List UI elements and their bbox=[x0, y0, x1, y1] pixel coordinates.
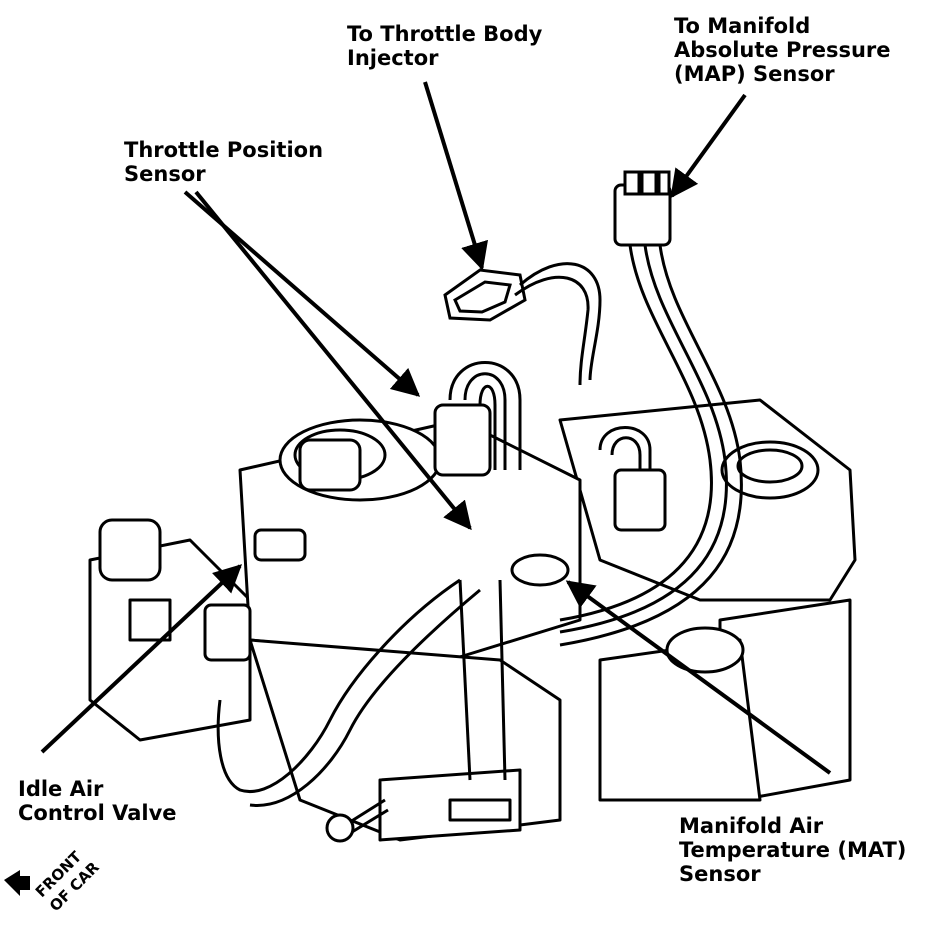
harness-wires bbox=[216, 244, 743, 807]
label-throttle-body-injector: To Throttle Body Injector bbox=[347, 22, 543, 70]
arrow-mat-sensor bbox=[565, 580, 832, 775]
arrow-map-sensor bbox=[670, 93, 747, 199]
idle-air-control-connector bbox=[203, 528, 307, 662]
label-idle-air-control-valve: Idle Air Control Valve bbox=[18, 777, 177, 825]
front-arrow-icon bbox=[4, 870, 30, 896]
label-throttle-position-sensor: Throttle Position Sensor bbox=[124, 138, 324, 186]
leader-lines bbox=[40, 81, 832, 775]
throttle-body-injector-connector bbox=[443, 268, 527, 322]
bolt bbox=[325, 798, 389, 843]
arrow-tps-2 bbox=[194, 190, 472, 531]
mat-connector bbox=[510, 468, 667, 587]
arrow-idle-air-control bbox=[40, 564, 243, 754]
label-mat-sensor: Manifold Air Temperature (MAT) Sensor bbox=[679, 814, 907, 886]
label-map-sensor: To Manifold Absolute Pressure (MAP) Sens… bbox=[674, 14, 891, 86]
tps-connector bbox=[433, 403, 492, 477]
front-of-car-indicator: FRONT OF CAR bbox=[4, 847, 103, 915]
arrow-throttle-body-injector bbox=[423, 81, 489, 271]
map-sensor-connector bbox=[613, 170, 672, 247]
